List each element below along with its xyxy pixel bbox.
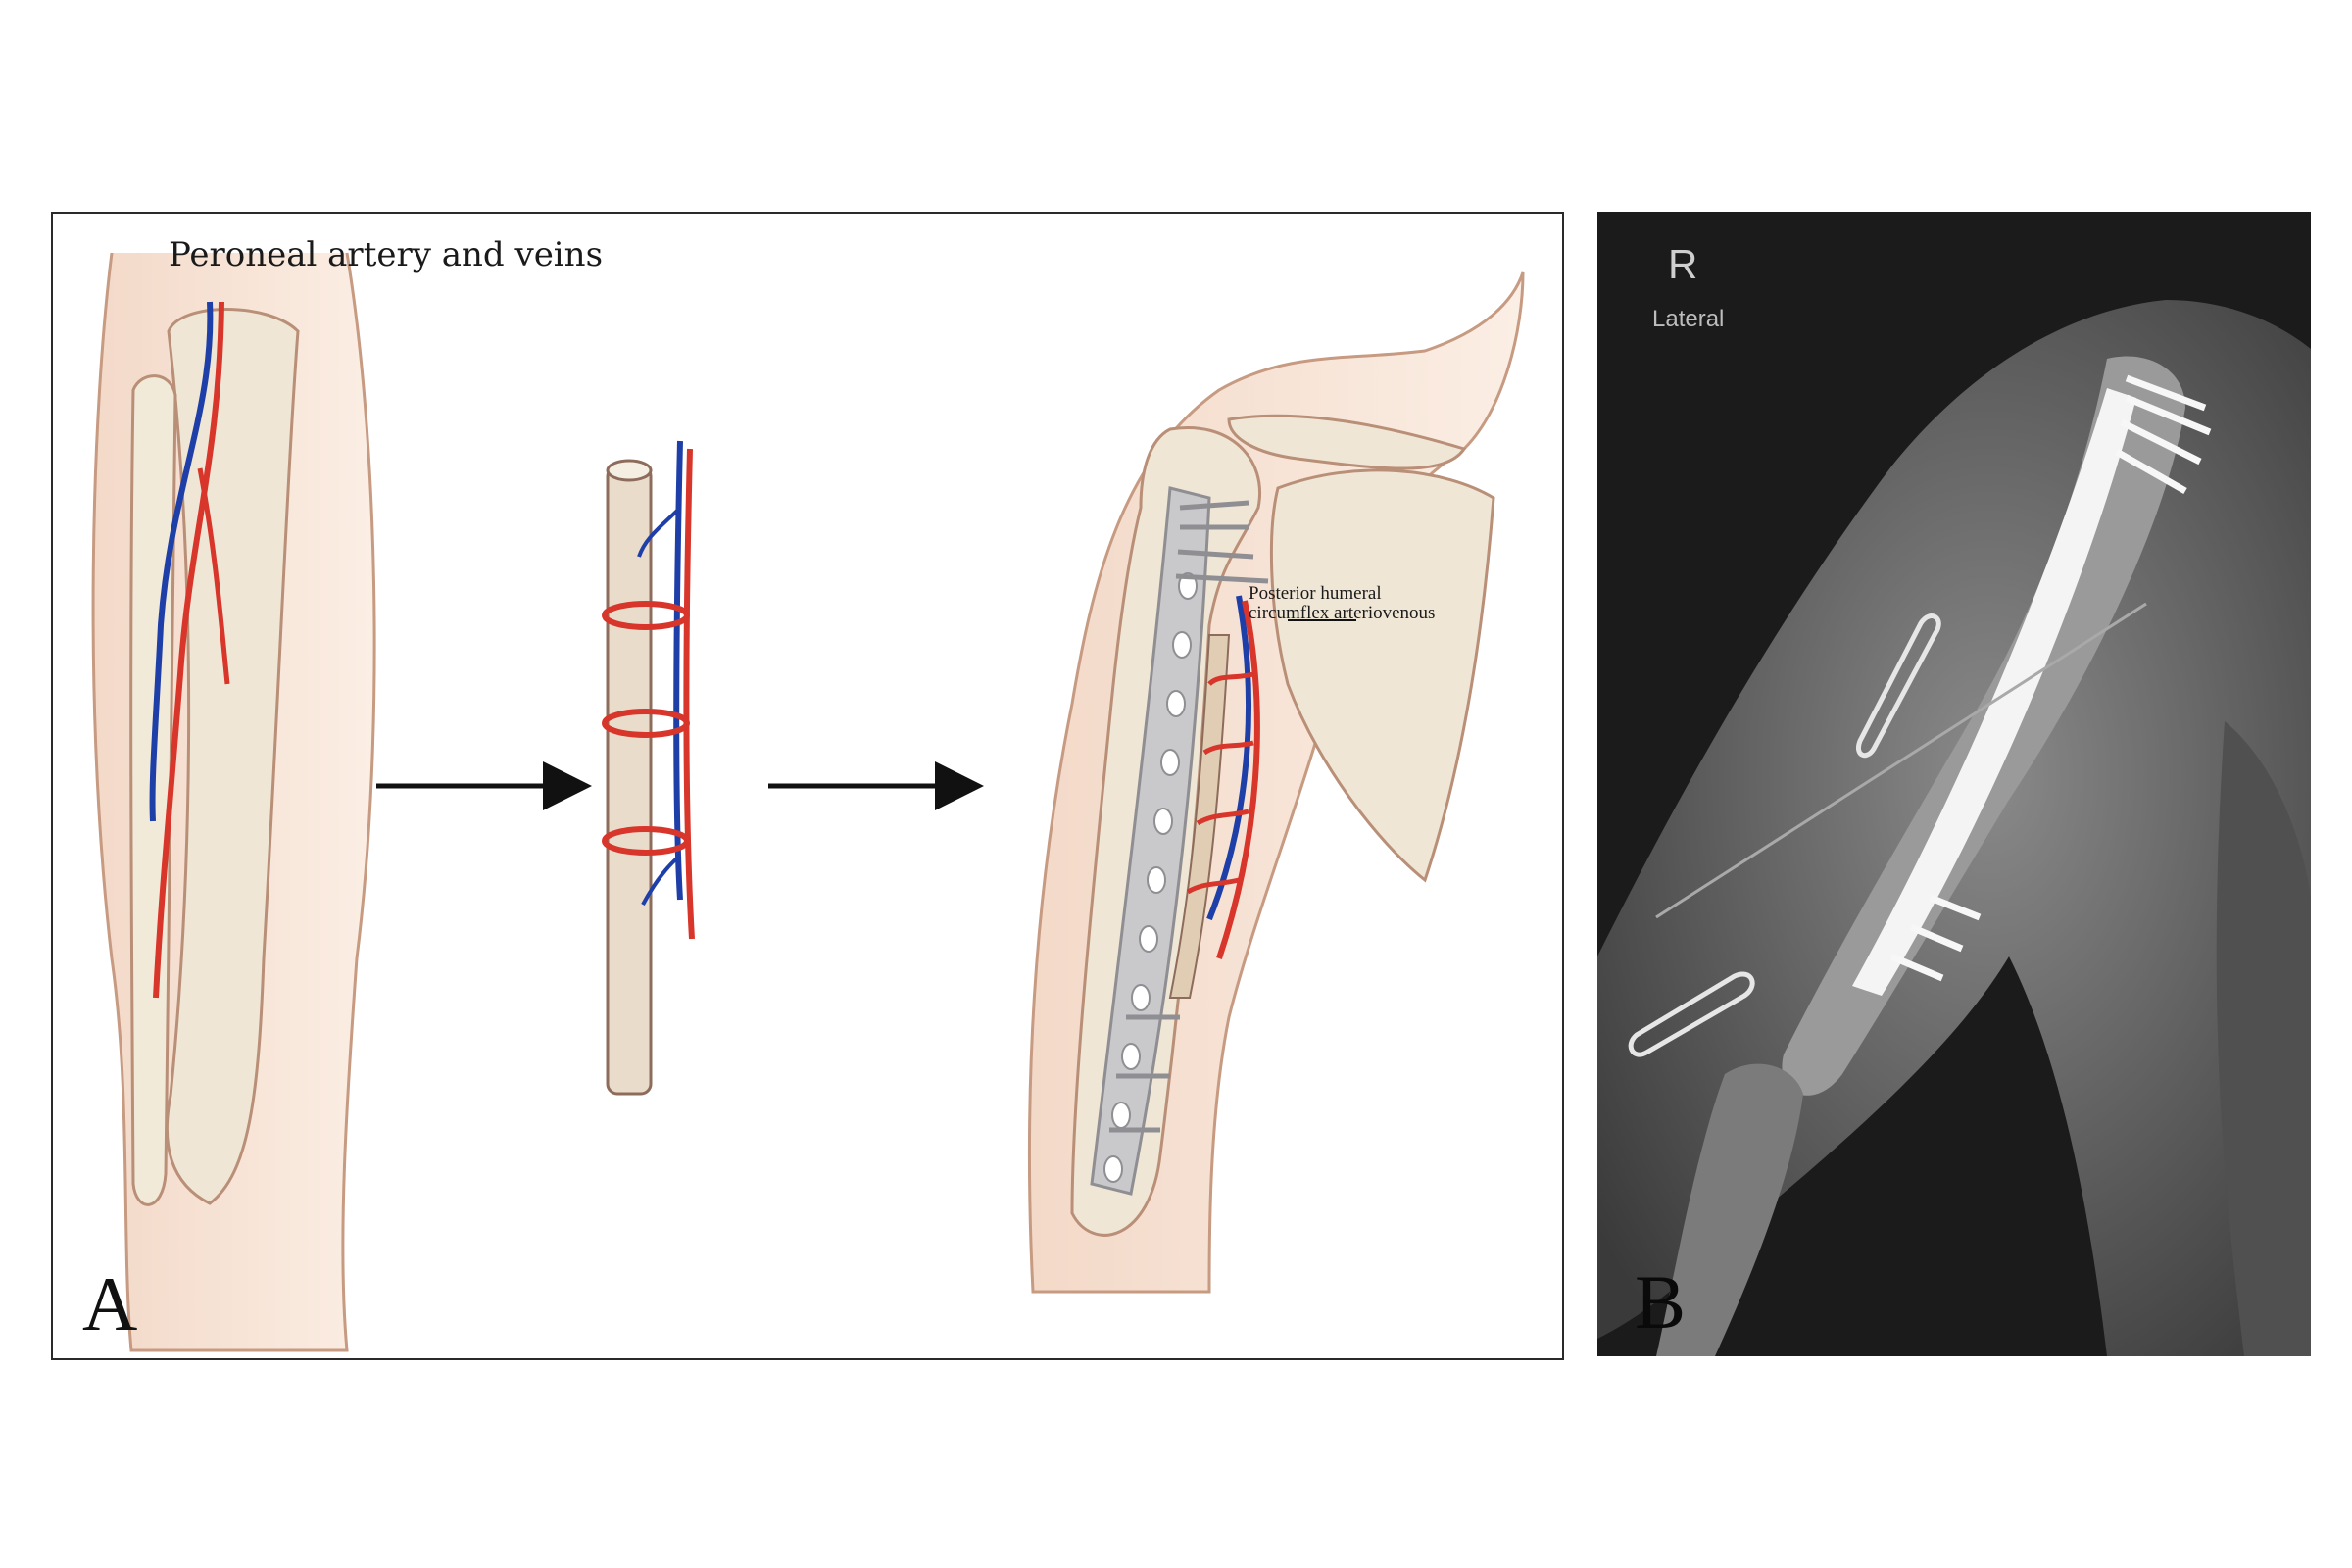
- graft-vein-branch-lower: [641, 854, 682, 906]
- radiograph-svg: [1597, 212, 2311, 1356]
- panel-b-letter: B: [1635, 1259, 1687, 1345]
- side-marker: R: [1668, 241, 1698, 287]
- graft-vessel-ring-1: [602, 601, 690, 630]
- graft-vessel-ring-2: [602, 709, 690, 738]
- recipient-vessel-branches: [1186, 671, 1254, 895]
- illustration-svg: [91, 252, 1525, 1352]
- recipient-artery-line: [1216, 600, 1260, 959]
- peroneal-artery-line: [153, 301, 224, 999]
- safety-pin-lower: [1628, 971, 1755, 1057]
- humeral-plate: [1090, 486, 1211, 1196]
- graft-in-humerus: [1168, 634, 1231, 999]
- clavicle-bone: [1227, 414, 1467, 470]
- panel-b-radiograph: R Lateral B: [1597, 212, 2311, 1356]
- panel-a-illustration: Peroneal artery and veins Posterior hume…: [51, 212, 1564, 1360]
- scapula-bone: [1269, 468, 1495, 883]
- humeral-caption-line-1: Posterior humeral: [1249, 583, 1382, 604]
- graft-vein-branch: [637, 506, 682, 558]
- plate-screws: [1109, 500, 1269, 1133]
- graft-artery-line: [683, 448, 695, 940]
- graft-vessel-ring-3: [602, 826, 690, 856]
- recipient-vein-line: [1206, 595, 1251, 921]
- fibula-graft: [602, 440, 695, 1096]
- xray-drain-line: [1655, 602, 2147, 919]
- graft-bone-shaft: [606, 465, 653, 1096]
- rib-cage-shadow: [2216, 721, 2311, 1356]
- panel-a-letter: A: [82, 1261, 138, 1347]
- peroneal-vessels-caption: Peroneal artery and veins: [169, 235, 604, 274]
- view-label: Lateral: [1652, 306, 1725, 332]
- xray-screws: [1889, 374, 2212, 982]
- forearm-shadow: [1656, 1063, 1803, 1356]
- xray-plate: [1852, 388, 2136, 996]
- plate-holes: [1103, 572, 1198, 1183]
- graft-bone-end: [606, 459, 653, 482]
- safety-pin-upper: [1856, 613, 1941, 759]
- humeral-caption-line-2: circumflex arteriovenous: [1249, 603, 1436, 623]
- shoulder-recipient-site: [1027, 271, 1525, 1294]
- peroneal-vein-line: [149, 301, 214, 822]
- peroneal-artery-branch: [197, 467, 230, 685]
- leg-donor-site: [91, 252, 376, 1352]
- humeral-vessels-caption: Posterior humeral circumflex arterioveno…: [1249, 583, 1562, 623]
